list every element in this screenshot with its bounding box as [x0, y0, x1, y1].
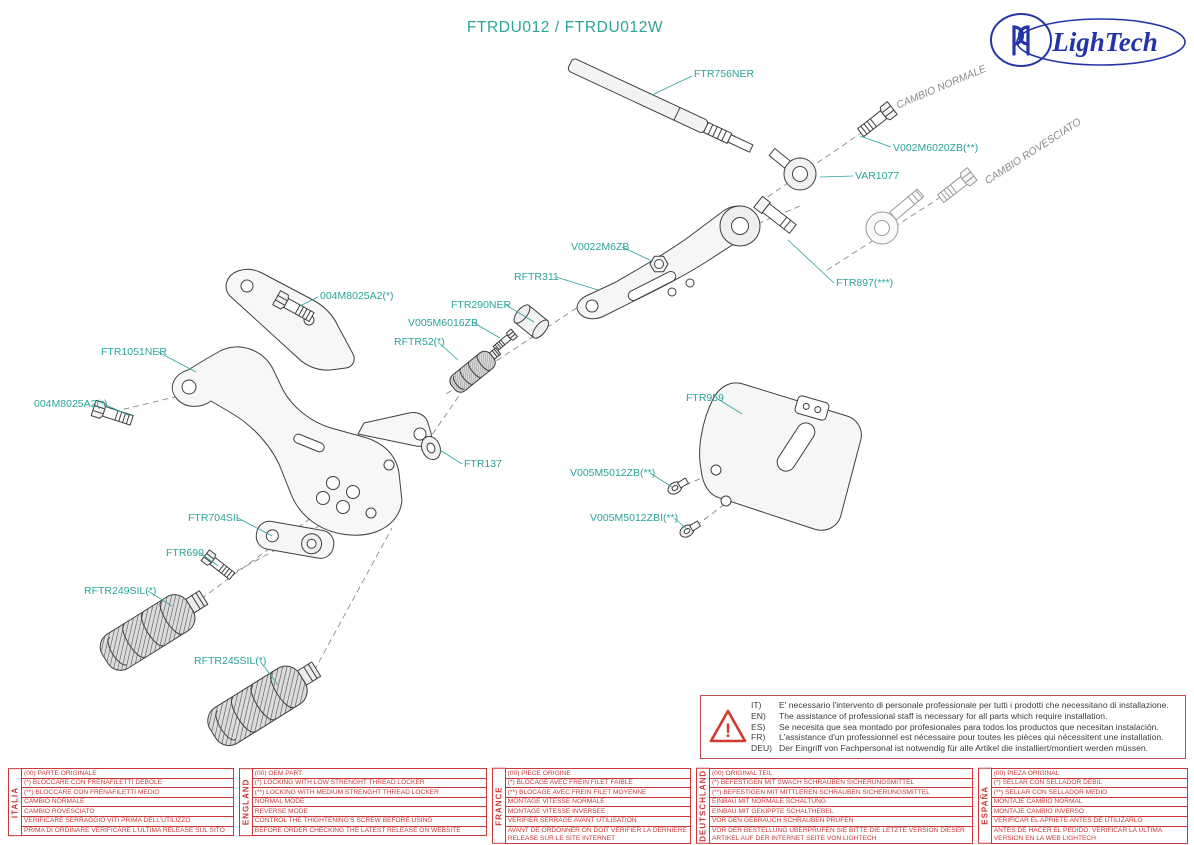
warning-line: FR) L'assistance d'un professionnel est …: [751, 732, 1179, 743]
pivot-pin: [754, 196, 797, 234]
nut: [650, 256, 668, 272]
part-label-v005m5012zbi: V005M5012ZBI(**): [590, 512, 679, 524]
part-label-ftr290ner: FTR290NER: [451, 299, 512, 311]
warning-line: IT) E' necessario l'intervento di person…: [751, 700, 1179, 711]
installation-warning-box: ! IT) E' necessario l'intervento di pers…: [700, 695, 1186, 759]
table-row: BEFORE ORDER CHECKING THE LATEST RELEASE…: [251, 825, 487, 837]
logo-wordmark: LighTech: [1051, 27, 1158, 57]
bolt-ftr690: [200, 549, 237, 582]
table-row: PRIMA DI ORDINARE VERIFICARE L'ULTIMA RE…: [21, 825, 234, 837]
legend-tables: ITALIA (00) PARTE ORIGINALE(*) BLOCCARE …: [8, 768, 1188, 844]
toe-peg: [446, 342, 505, 396]
gear-rod: [567, 58, 754, 155]
part-label-v002m6020zb: V002M6020ZB(**): [893, 142, 979, 154]
spacer: [511, 302, 551, 340]
warning-lang-code: EN): [751, 710, 766, 721]
warning-line: DEU) Der Eingriff von Fachpersonal ist n…: [751, 743, 1179, 754]
part-label-ftr704sil: FTR704SIL: [188, 512, 242, 524]
legend-table-deutschland: DEUTSCHLAND (00) ORIGINAL TEIL(*) BEFEST…: [695, 768, 973, 844]
main-bracket: [172, 269, 431, 535]
page-title: FTRDU012 / FTRDU012W: [466, 19, 664, 36]
part-label-v0022m6zb: V0022M6ZB: [571, 241, 630, 253]
part-label-rftr52: RFTR52(*): [394, 336, 445, 348]
part-label-v005m5012zb: V005M5012ZB(**): [570, 467, 656, 479]
part-label-rftr311: RFTR311: [514, 271, 559, 283]
warning-line: ES) Se necesita que sea montado por prof…: [751, 722, 1179, 733]
rod-end-bearing: [769, 149, 816, 190]
warning-lang-code: DEU): [751, 743, 773, 754]
reversed-shift-ghost: [866, 167, 978, 244]
table-country-label: DEUTSCHLAND: [695, 768, 710, 844]
table-country-label: FRANCE: [491, 768, 506, 844]
csk-screw-2: [678, 519, 702, 540]
table-rows: (00) PIECE ORIGINE(*) BLOCAGE AVEC FREIN…: [504, 768, 691, 844]
parts: [90, 58, 978, 752]
legend-table-espana: ESPAÑA (00) PIEZA ORIGINAL(*) SELLAR CON…: [977, 768, 1188, 844]
shift-lever: [577, 206, 760, 319]
legend-table-italia: ITALIA (00) PARTE ORIGINALE(*) BLOCCARE …: [8, 768, 234, 837]
washer: [418, 434, 444, 463]
warning-lang-code: ES): [751, 721, 766, 732]
lightech-logo: LighTech: [985, 8, 1190, 72]
part-label-ftr137: FTR137: [464, 458, 502, 470]
warning-lang-code: FR): [751, 732, 766, 743]
warning-triangle-icon: !: [705, 708, 751, 746]
warning-lang-text: E' necessario l'intervento di personale …: [779, 700, 1169, 710]
logo-emblem-oval: [990, 13, 1052, 67]
table-country-label: ITALIA: [8, 768, 22, 837]
table-row: ANTES DE HACER EL PEDIDO, VERIFICAR LA U…: [990, 825, 1188, 844]
part-label-004m8025a2-upper: 004M8025A2(*): [320, 290, 394, 302]
table-country-label: ESPAÑA: [977, 768, 992, 844]
legend-table-england: ENGLAND (00) OEM PART(*) LOCKING WITH LO…: [238, 768, 487, 837]
warning-lang-text: Se necesita que sea montado por profesio…: [779, 721, 1159, 732]
warning-lang-text: Der Eingriff von Fachpersonal ist notwen…: [779, 743, 1149, 754]
part-label-ftr690: FTR690: [166, 547, 204, 559]
bolt-v002m6020zb: [855, 101, 898, 140]
legend-table-france: FRANCE (00) PIECE ORIGINE(*) BLOCAGE AVE…: [491, 768, 691, 844]
table-rows: (00) PIEZA ORIGINAL(*) SELLAR CON SELLAD…: [990, 768, 1188, 844]
csk-screw-1: [666, 476, 690, 497]
part-label-v005m6016zb: V005M6016ZB: [408, 317, 479, 329]
logo-text-oval: [1016, 18, 1186, 66]
table-rows: (00) OEM PART(*) LOCKING WITH LOW STRENG…: [251, 768, 487, 837]
table-row: AVANT DE ORDONNER ON DOIT VÉRIFIER LA DE…: [504, 825, 691, 844]
table-row: VOR DER BESTELLUNG ÜBERPRÜFEN SIE BITTE …: [708, 825, 973, 844]
svg-text:!: !: [725, 721, 731, 742]
part-label-ftr1051ner: FTR1051NER: [101, 346, 167, 358]
link-plate: [254, 519, 336, 560]
table-rows: (00) ORIGINAL TEIL(*) BEFESTIGEN MIT SWA…: [708, 768, 973, 844]
warning-lang-code: IT): [751, 700, 762, 710]
warning-lang-text: The assistance of professional staff is …: [779, 710, 1108, 721]
part-label-rftr245sil: RFTR245SIL(*): [194, 655, 267, 667]
table-country-label: ENGLAND: [238, 768, 253, 837]
part-label-ftr959: FTR959: [686, 392, 724, 404]
leader-lines: [104, 76, 891, 685]
part-label-ftr756ner: FTR756NER: [694, 68, 755, 80]
part-label-004m8025a2-left: 004M8025A2(*): [34, 398, 108, 410]
part-label-rftr249sil: RFTR249SIL(*): [84, 585, 157, 597]
table-rows: (00) PARTE ORIGINALE(*) BLOCCARE CON FRE…: [21, 768, 234, 837]
warning-lang-text: L'assistance d'un professionnel est néce…: [779, 732, 1164, 743]
part-label-ftr897: FTR897(***): [836, 277, 894, 289]
warning-line: EN) The assistance of professional staff…: [751, 711, 1179, 722]
heel-guard: [700, 383, 862, 530]
part-label-var1077: VAR1077: [855, 170, 900, 182]
warning-text-block: IT) E' necessario l'intervento di person…: [751, 700, 1179, 754]
